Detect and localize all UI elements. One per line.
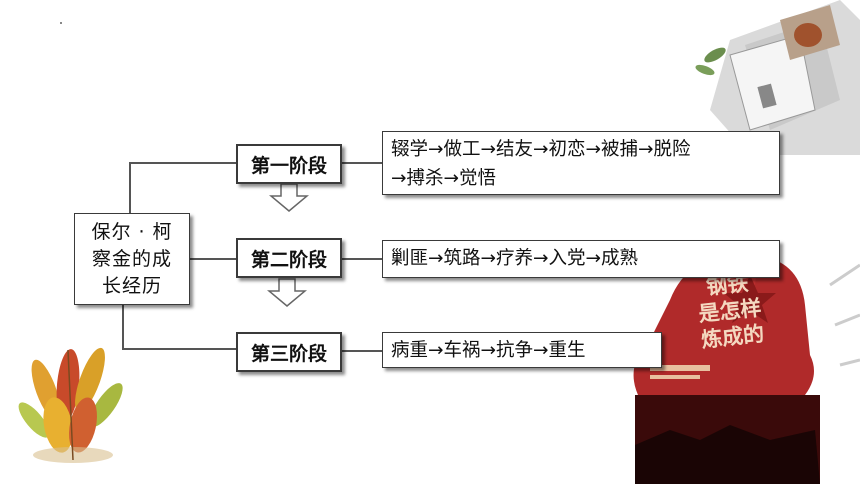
connector-line — [342, 258, 382, 260]
connector-line — [129, 162, 131, 213]
stage-2-detail-line1: 剿匪→筑路→疗养→入党→成熟 — [391, 248, 639, 269]
book-cover-title: 钢铁 是怎样 炼成的 — [686, 268, 774, 354]
root-node: 保尔 · 柯 察金的成 长经历 — [74, 213, 190, 305]
stage-1-label: 第一阶段 — [250, 154, 327, 177]
connector-line — [342, 162, 382, 164]
stage-2-label: 第二阶段 — [250, 248, 327, 271]
root-line1: 保尔 · 柯 — [91, 221, 173, 243]
root-line3: 长经历 — [101, 275, 162, 297]
book-cover-image — [630, 245, 860, 484]
connector-line — [342, 350, 382, 352]
stage-1-detail-line2: →搏杀→觉悟 — [391, 168, 497, 189]
stage-1-node: 第一阶段 — [236, 144, 342, 184]
stage-2-node: 第二阶段 — [236, 238, 342, 278]
book-photo-image — [695, 0, 860, 155]
stage-3-label: 第三阶段 — [250, 342, 327, 365]
stage-3-detail: 病重→车祸→抗争→重生 — [382, 332, 662, 368]
stage-1-detail: 辍学→做工→结友→初恋→被捕→脱险 →搏杀→觉悟 — [382, 131, 780, 195]
stage-3-node: 第三阶段 — [236, 332, 342, 372]
connector-line — [122, 348, 236, 350]
root-line2: 察金的成 — [91, 248, 172, 270]
stage-2-detail: 剿匪→筑路→疗养→入党→成熟 — [382, 240, 780, 278]
corner-dot — [60, 22, 62, 24]
autumn-leaves-image — [18, 347, 123, 463]
down-arrow-icon — [267, 278, 307, 307]
down-arrow-icon — [269, 183, 309, 212]
stage-1-detail-line1: 辍学→做工→结友→初恋→被捕→脱险 — [391, 139, 691, 160]
connector-line — [122, 305, 124, 349]
stage-3-detail-line1: 病重→车祸→抗争→重生 — [391, 340, 586, 361]
connector-line — [129, 162, 236, 164]
connector-line — [190, 258, 236, 260]
